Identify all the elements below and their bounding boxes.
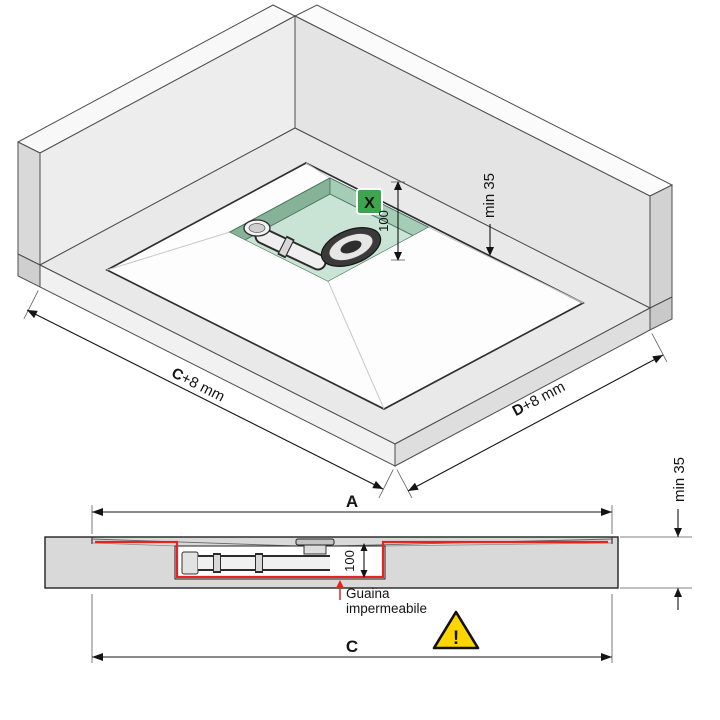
right-wall-end-cap [649,184,673,309]
section-dim-min35-label: min 35 [671,457,688,502]
isometric-view: X 100 min 35 C+8 mm [16,4,674,499]
slope-creases [106,162,584,410]
left-wall-end-cap [17,141,41,266]
iso-dim-min35-label: min 35 [481,173,498,218]
warning-exclamation: ! [453,628,459,649]
drain-assembly-section [181,538,335,575]
membrane-label-line2: impermeabile [346,601,427,616]
section-recess [174,538,386,580]
section-view: A min 35 100 Guaina impermeabile [44,457,692,663]
section-dim-a-label: A [346,492,358,511]
x-badge-box [356,188,383,215]
section-dim-a: A [91,492,613,534]
section-dim-100: 100 [342,543,368,578]
iso-dim-100-label: 100 [376,210,391,232]
x-badge-label: X [364,195,375,212]
membrane-arrowhead [336,580,344,588]
drain-grate [295,538,335,546]
section-dim-c-label: C [346,637,358,656]
section-dim-100-label: 100 [342,550,357,572]
warning-triangle-shape [432,610,480,650]
section-dim-min35: min 35 [620,457,692,610]
x-badge-icon: X [356,188,383,215]
membrane-line [95,540,608,579]
iso-dim-100: 100 [376,181,405,261]
slab-front-right-face [394,307,651,467]
iso-dim-min35: min 35 [481,173,498,256]
drain-assembly-iso [243,219,382,271]
membrane-callout: Guaina impermeabile [336,580,427,616]
drain-flange [320,227,382,267]
warning-triangle-icon: ! [432,610,480,650]
membrane-label-line1: Guaina [346,586,390,601]
section-dim-c: C [91,594,613,663]
